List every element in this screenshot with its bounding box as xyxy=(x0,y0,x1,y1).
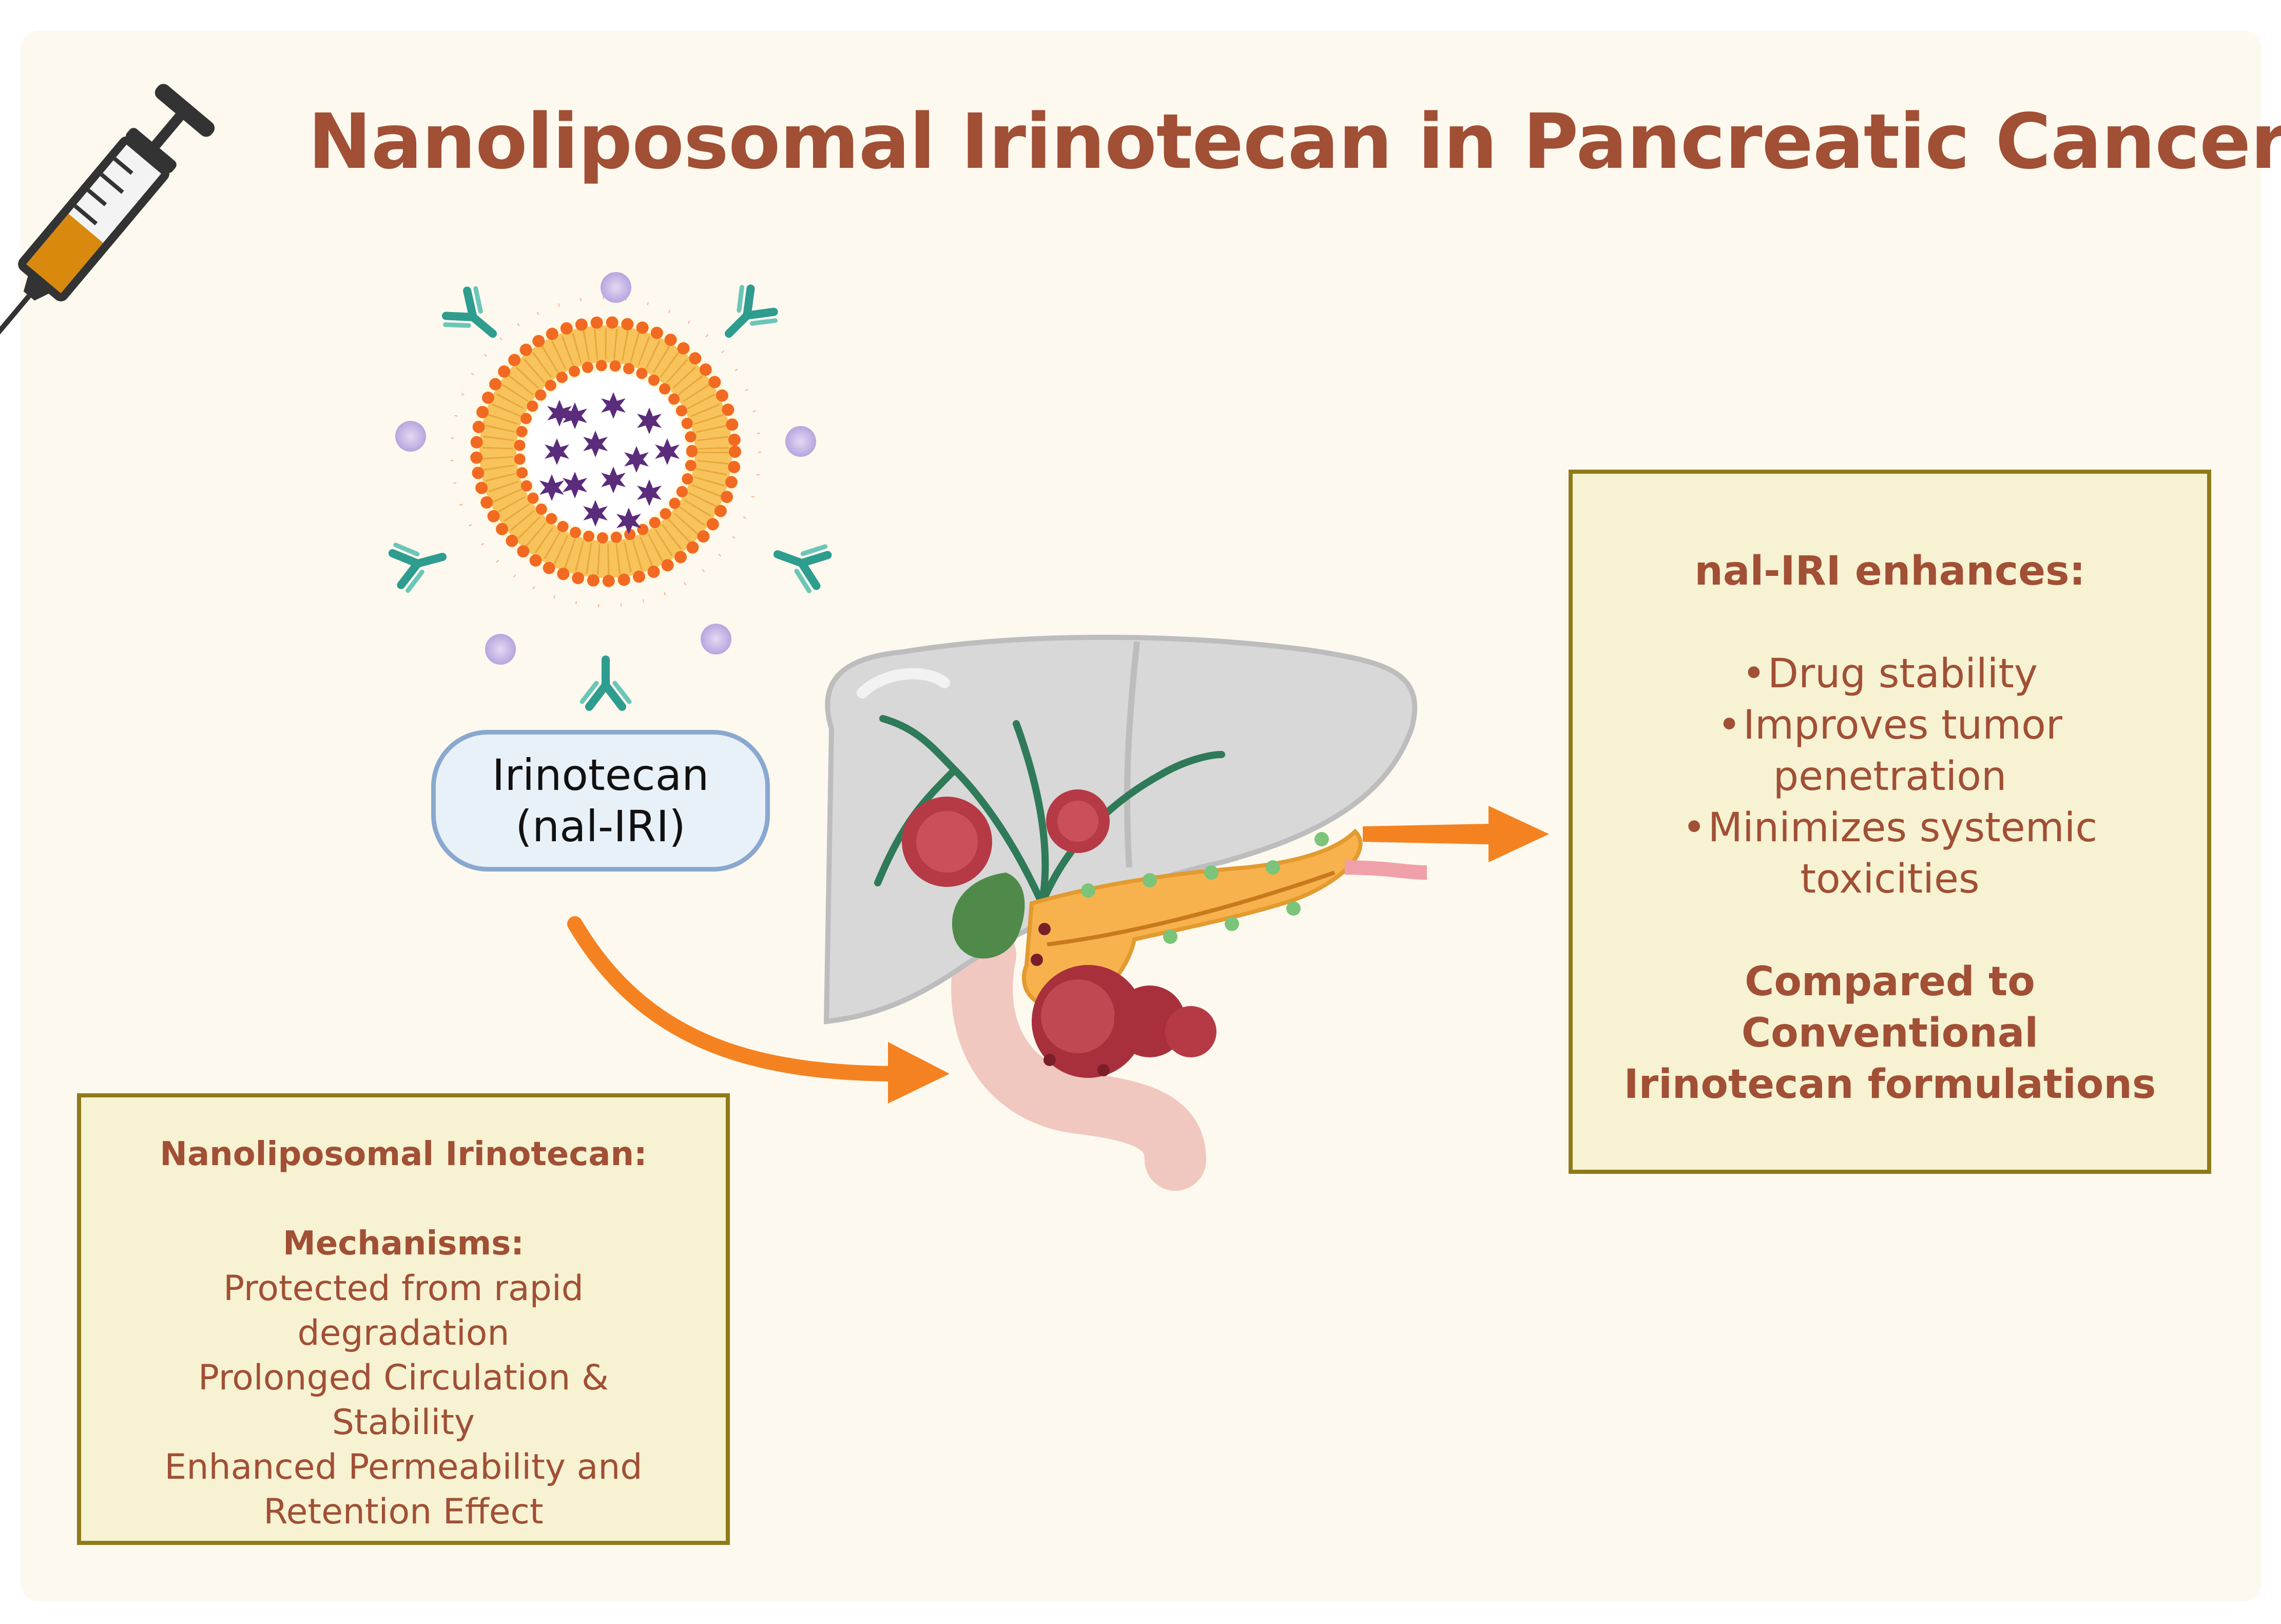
bullet-glyph: • xyxy=(1742,651,1766,697)
mechanism-line: degradation xyxy=(297,1313,510,1354)
mechanism-line: Retention Effect xyxy=(263,1492,544,1532)
drug-label-box: Irinotecan (nal-IRI) xyxy=(431,730,770,872)
bullet-glyph: • xyxy=(1682,805,1706,851)
duodenum xyxy=(951,924,1206,1191)
arrow-icon xyxy=(567,916,950,1104)
comparison-line: Conventional xyxy=(1741,1010,2039,1056)
comparison-line: Irinotecan formulations xyxy=(1623,1061,2156,1108)
drug-label-line1: Irinotecan xyxy=(492,750,709,800)
tumor-icon xyxy=(902,789,1216,1078)
bullet-continuation: penetration xyxy=(1773,753,2007,800)
comparison-line: Compared to xyxy=(1745,959,2035,1005)
bullet-continuation: toxicities xyxy=(1800,856,1980,902)
liposome-icon xyxy=(391,272,830,707)
mechanism-line: Prolonged Circulation & xyxy=(198,1358,609,1398)
figure-title: Nanoliposomal Irinotecan in Pancreatic C… xyxy=(308,98,2281,186)
mechanism-line: Protected from rapid xyxy=(223,1268,584,1309)
drug-label-line2: (nal-IRI) xyxy=(515,801,686,852)
mechanisms-box: Nanoliposomal Irinotecan: Mechanisms: Pr… xyxy=(77,1093,730,1545)
bullet-item: •Minimizes systemic xyxy=(1573,802,2207,854)
bullet-glyph: • xyxy=(1717,702,1742,748)
bullet-item: •Drug stability xyxy=(1573,648,2207,700)
bullet-item: •Improves tumor xyxy=(1573,700,2207,751)
arrow-icon xyxy=(1363,806,1549,862)
mechanism-line: Enhanced Permeability and xyxy=(164,1447,643,1487)
mechanism-line: Stability xyxy=(332,1402,475,1443)
mechanisms-subheading: Mechanisms: xyxy=(283,1225,524,1263)
mechanisms-heading: Nanoliposomal Irinotecan: xyxy=(160,1135,647,1173)
enhances-heading: nal-IRI enhances: xyxy=(1694,548,2085,594)
enhances-box: nal-IRI enhances: •Drug stability •Impro… xyxy=(1569,470,2211,1174)
gallbladder-icon xyxy=(952,873,1025,959)
syringe-icon xyxy=(0,84,215,383)
